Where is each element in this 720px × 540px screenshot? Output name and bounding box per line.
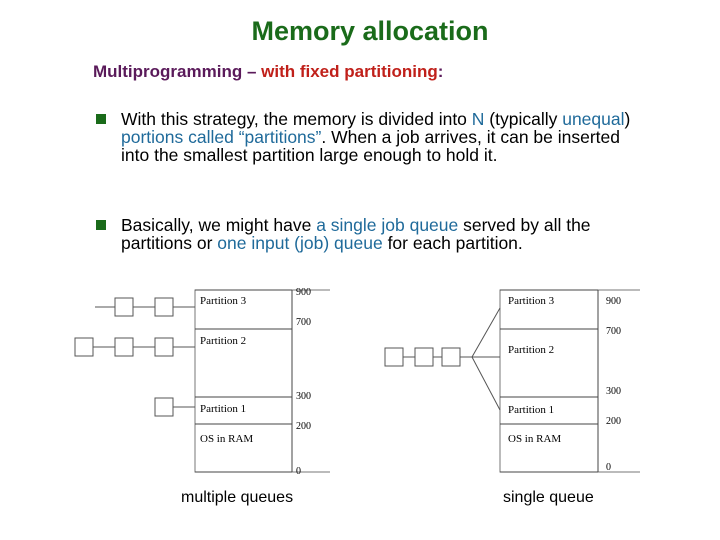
subtitle-colon: : bbox=[437, 62, 444, 81]
multiple-queues-diagram: Partition 3 Partition 2 Partition 1 OS i… bbox=[74, 287, 330, 477]
subtitle-topic: Multiprogramming bbox=[93, 62, 243, 81]
bullet-marker-icon bbox=[96, 220, 106, 230]
address-label: 300 bbox=[296, 391, 311, 402]
subtitle: Multiprogramming – with fixed partitioni… bbox=[93, 62, 443, 82]
page-title: Memory allocation bbox=[251, 16, 489, 46]
address-label: 200 bbox=[296, 421, 311, 432]
partition-label: OS in RAM bbox=[508, 433, 561, 445]
bullet-text-segment: ) bbox=[624, 109, 631, 129]
bullet-text-segment: served by all the partitions or bbox=[121, 215, 591, 253]
partition-label: Partition 2 bbox=[508, 344, 554, 356]
caption-single-queue: single queue bbox=[503, 489, 594, 506]
job-queue bbox=[154, 397, 195, 417]
bullet-text-segment: (typically bbox=[484, 109, 563, 129]
address-label: 900 bbox=[606, 296, 621, 307]
single-queue-diagram: Partition 3 Partition 2 Partition 1 OS i… bbox=[384, 289, 640, 473]
bullet-item-strategy: With this strategy, the memory is divide… bbox=[96, 110, 636, 164]
caption-multiple-queues: multiple queues bbox=[181, 489, 294, 506]
address-label: 0 bbox=[606, 462, 611, 473]
address-label: 300 bbox=[606, 386, 621, 397]
partition-label: Partition 3 bbox=[200, 295, 247, 307]
bullet-text: Basically, we might have a single job qu… bbox=[121, 216, 636, 252]
address-label: 700 bbox=[606, 326, 621, 337]
highlighted-text: one input (job) queue bbox=[217, 233, 383, 253]
partition-label: OS in RAM bbox=[200, 433, 253, 445]
subtitle-dash: – bbox=[242, 62, 262, 81]
bullet-marker-icon bbox=[96, 114, 106, 124]
subtitle-strategy: with fixed partitioning bbox=[261, 62, 438, 81]
job-queue bbox=[74, 337, 195, 357]
highlighted-text: N bbox=[471, 109, 485, 129]
bullet-item-queues: Basically, we might have a single job qu… bbox=[96, 216, 636, 252]
partition-label: Partition 3 bbox=[508, 295, 555, 307]
bullet-text-segment: for each partition. bbox=[382, 233, 523, 253]
partition-label: Partition 2 bbox=[200, 335, 246, 347]
bullet-text-segment: . When a job arrives, it can be inserted… bbox=[121, 127, 620, 165]
address-label: 200 bbox=[606, 416, 621, 427]
highlighted-text: portions called “partitions” bbox=[121, 127, 322, 147]
job-queue bbox=[384, 347, 472, 367]
job-queue bbox=[95, 297, 195, 317]
highlighted-text: a single job queue bbox=[316, 215, 459, 235]
address-label: 0 bbox=[296, 466, 301, 477]
bullet-text-segment: With this strategy, the memory is divide… bbox=[121, 109, 472, 129]
partition-label: Partition 1 bbox=[508, 404, 554, 416]
address-label: 900 bbox=[296, 287, 311, 298]
queue-fanout-lines bbox=[471, 307, 501, 411]
highlighted-text: unequal bbox=[562, 109, 625, 129]
address-label: 700 bbox=[296, 317, 311, 328]
partition-label: Partition 1 bbox=[200, 403, 246, 415]
bullet-text-segment: Basically, we might have bbox=[121, 215, 317, 235]
bullet-text: With this strategy, the memory is divide… bbox=[121, 110, 636, 164]
